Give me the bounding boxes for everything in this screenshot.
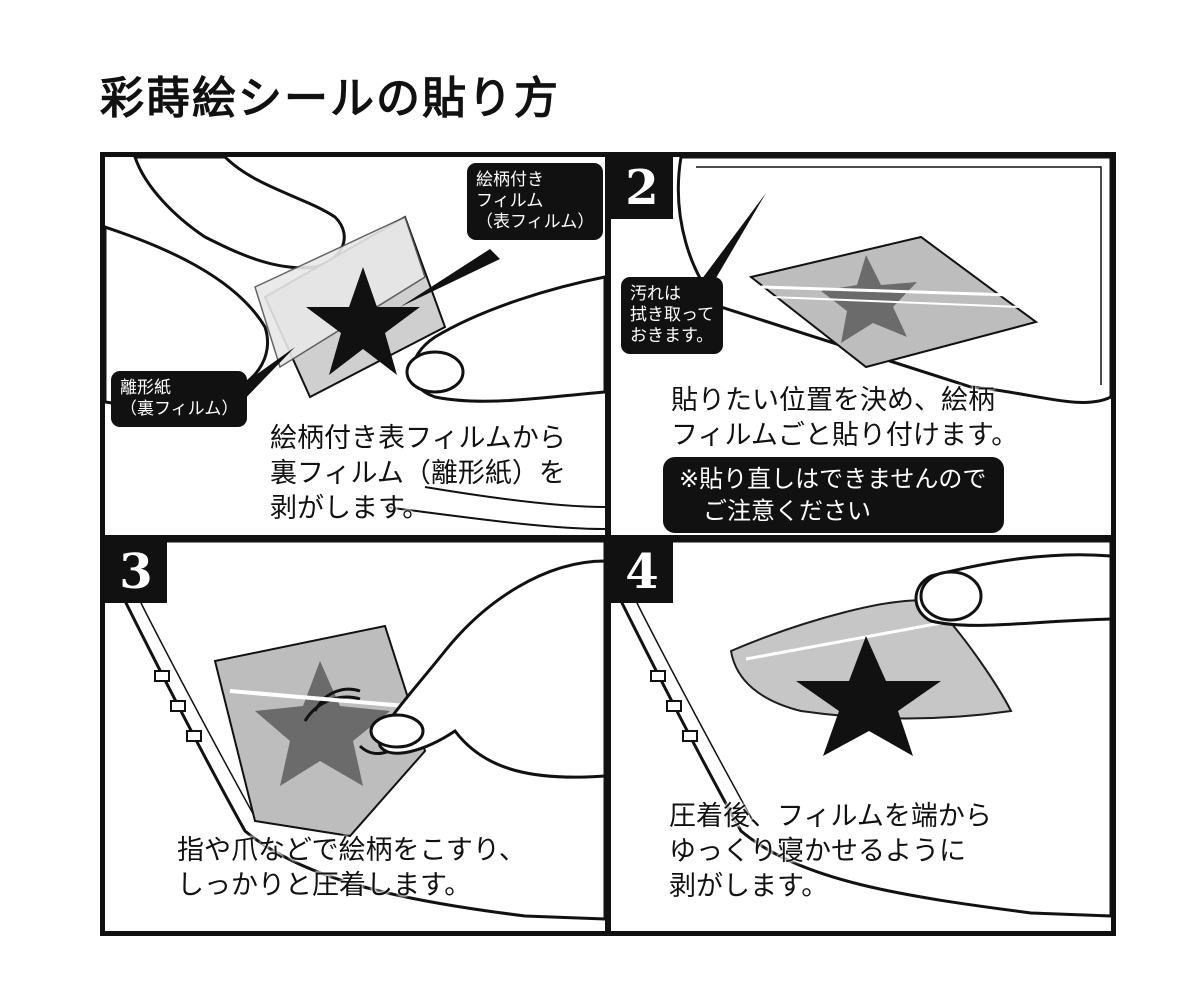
- front-film-label: 絵柄付き フィルム （表フィルム）: [467, 163, 604, 240]
- step-4-number: 4: [611, 541, 673, 603]
- step-1-caption: 絵柄付き表フィルムから 裏フィルム（離形紙）を 剥がします。: [270, 423, 566, 524]
- step-4-panel: 4 圧着後、フィルムを端から ゆっくり寝かせるように 剥がします。: [611, 541, 1111, 931]
- star-shape: [255, 661, 390, 786]
- star-shape: [796, 636, 941, 756]
- step-3-illustration: [123, 541, 605, 921]
- star-shape: [306, 267, 420, 375]
- hand-shape: [377, 559, 605, 779]
- label-pointer-front: [400, 249, 500, 307]
- page-title: 彩蒔絵シールの貼り方: [100, 73, 560, 124]
- film-peel-shape: [254, 215, 426, 369]
- step-2-illustration: [676, 157, 1111, 404]
- step-2-panel: 2 汚れは 拭き取って おきます。 貼りたい位置を決め、絵柄 フィルムごと貼り付…: [611, 157, 1111, 535]
- step-4-illustration: [619, 541, 1111, 918]
- step-1-panel: 絵柄付き フィルム （表フィルム） 離形紙 （裏フィルム） 絵柄付き表フィルムか…: [105, 157, 605, 535]
- step-3-number: 3: [105, 541, 167, 603]
- instruction-grid: 絵柄付き フィルム （表フィルム） 離形紙 （裏フィルム） 絵柄付き表フィルムか…: [100, 152, 1116, 936]
- step-2-caption: 貼りたい位置を決め、絵柄 フィルムごと貼り付けます。: [671, 385, 1019, 451]
- fingertip-shape: [919, 570, 983, 622]
- back-film-label: 離形紙 （裏フィルム）: [111, 371, 248, 427]
- fingertip-shape: [405, 350, 465, 394]
- step-3-panel: 3 指や爪などで絵柄をこすり、 しっかりと圧着します。: [105, 541, 605, 931]
- star-shape: [821, 255, 917, 343]
- caution-note: ※貼り直しはできませんので ご注意ください: [663, 457, 1005, 533]
- fingertip-shape: [369, 713, 425, 749]
- step-3-caption: 指や爪などで絵柄をこすり、 しっかりと圧着します。: [177, 835, 526, 901]
- step-1-illustration: [105, 157, 605, 530]
- step-4-caption: 圧着後、フィルムを端から ゆっくり寝かせるように 剥がします。: [669, 801, 992, 902]
- step-2-number: 2: [611, 157, 673, 219]
- wipe-label: 汚れは 拭き取って おきます。: [621, 277, 724, 354]
